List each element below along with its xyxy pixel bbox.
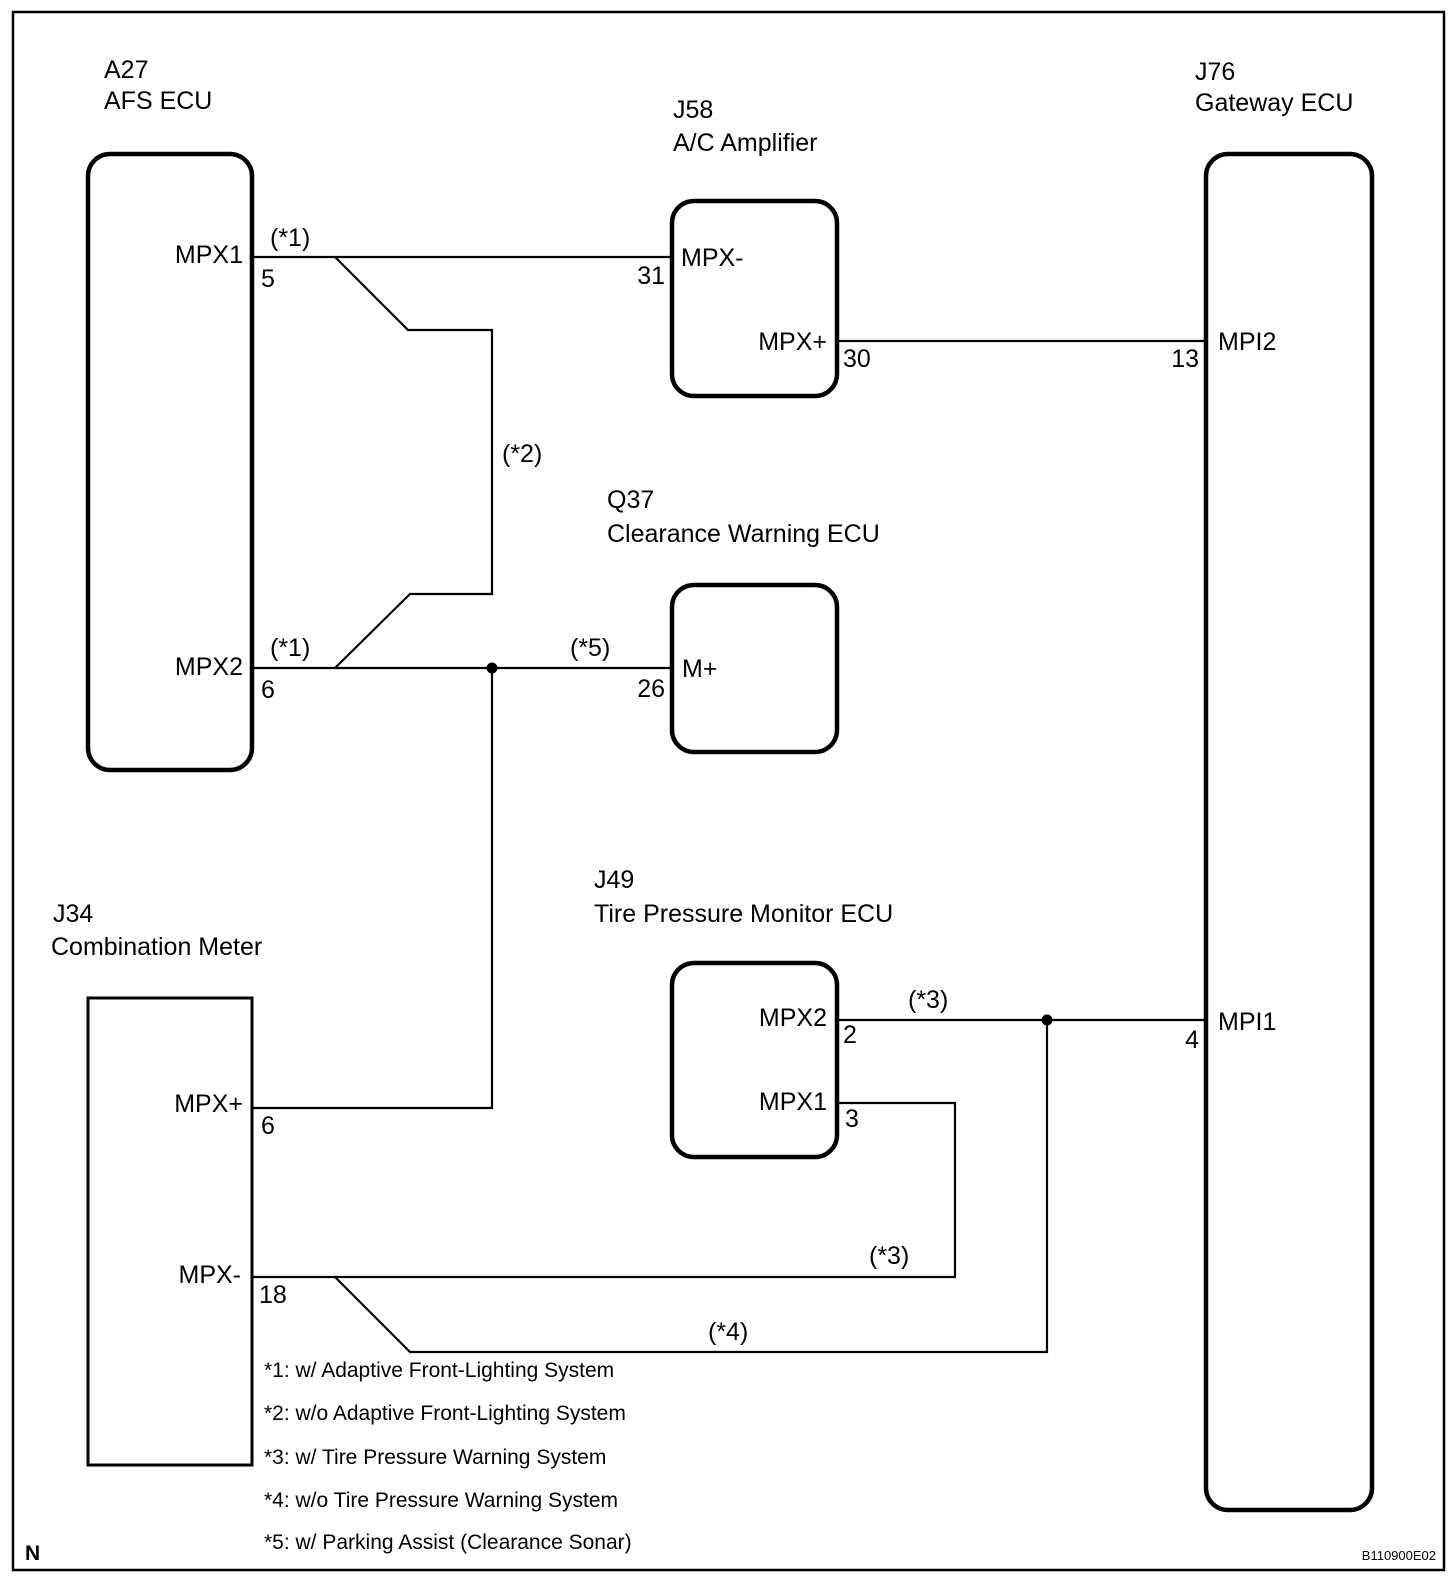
tire-pressure-ecu-box (669, 960, 840, 1160)
ac-amplifier-box (669, 198, 840, 399)
footnote-4: *4: w/o Tire Pressure Warning System (264, 1489, 618, 1512)
afs-ecu-code: A27 (104, 56, 148, 84)
meter-pin-mpx-plus-number: 6 (261, 1112, 275, 1140)
tpms-pin-mpx2-number: 2 (843, 1021, 857, 1049)
ac-pin-mpx-minus-label: MPX- (681, 244, 744, 272)
footnote-1: *1: w/ Adaptive Front-Lighting System (264, 1359, 614, 1382)
clearance-pin-m-plus-label: M+ (682, 655, 717, 683)
clearance-warning-ecu-name: Clearance Warning ECU (607, 520, 880, 548)
wire-tag-afs-mpx1: (*1) (270, 224, 310, 252)
clearance-warning-ecu-code: Q37 (607, 486, 654, 514)
wire-meter-mpx-plus (252, 668, 494, 1110)
meter-pin-mpx-minus-label: MPX- (179, 1261, 242, 1289)
tpms-pin-mpx1-label: MPX1 (759, 1088, 827, 1116)
gateway-ecu-code: J76 (1195, 58, 1235, 86)
afs-ecu-box (85, 151, 255, 773)
wire-tpms-mpx1-to-meter-mpx-minus (252, 1101, 957, 1279)
combination-meter-box (86, 996, 254, 1467)
clearance-pin-m-plus-number: 26 (637, 675, 665, 703)
wire-tag-meter-mpx-minus: (*3) (869, 1242, 909, 1270)
wire-tag-clearance: (*5) (570, 634, 610, 662)
figure-id: B110900E02 (1362, 1548, 1436, 1563)
gateway-ecu-name: Gateway ECU (1195, 89, 1353, 117)
ac-pin-mpx-plus-label: MPX+ (758, 328, 827, 356)
wire-tag-afs-mpx2: (*1) (270, 634, 310, 662)
tire-pressure-ecu-code: J49 (594, 866, 634, 894)
footnote-3: *3: w/ Tire Pressure Warning System (264, 1446, 606, 1469)
afs-ecu-name: AFS ECU (104, 87, 212, 115)
gateway-pin-mpi2-label: MPI2 (1218, 328, 1276, 356)
tire-pressure-ecu-name: Tire Pressure Monitor ECU (594, 900, 893, 928)
afs-pin-mpx2-label: MPX2 (175, 653, 243, 681)
wire-tag-meter-bypass: (*4) (708, 1318, 748, 1346)
wire-tag-bypass: (*2) (502, 440, 542, 468)
gateway-pin-mpi1-number: 4 (1185, 1026, 1199, 1054)
corner-mark: N (25, 1542, 40, 1565)
footnote-2: *2: w/o Adaptive Front-Lighting System (264, 1402, 626, 1425)
junction-dot (1041, 1014, 1053, 1026)
meter-pin-mpx-minus-number: 18 (259, 1281, 287, 1309)
ac-amplifier-code: J58 (673, 96, 713, 124)
wire-afs-bypass (334, 256, 494, 669)
tpms-pin-mpx2-label: MPX2 (759, 1004, 827, 1032)
gateway-ecu-box (1203, 151, 1375, 1513)
wire-tag-tpms-mpx2: (*3) (908, 986, 948, 1014)
afs-pin-mpx2-number: 6 (261, 676, 275, 704)
gateway-pin-mpi2-number: 13 (1171, 345, 1199, 373)
ac-amplifier-name: A/C Amplifier (673, 129, 817, 157)
wire-meter-bypass (334, 1020, 1049, 1354)
gateway-pin-mpi1-label: MPI1 (1218, 1008, 1276, 1036)
footnote-5: *5: w/ Parking Assist (Clearance Sonar) (264, 1531, 632, 1554)
meter-pin-mpx-plus-label: MPX+ (174, 1090, 243, 1118)
combination-meter-name: Combination Meter (51, 933, 262, 961)
afs-pin-mpx1-number: 5 (261, 265, 275, 293)
tpms-pin-mpx1-number: 3 (845, 1105, 859, 1133)
ac-pin-mpx-plus-number: 30 (843, 345, 871, 373)
junction-dot (486, 662, 498, 674)
afs-pin-mpx1-label: MPX1 (175, 241, 243, 269)
ac-pin-mpx-minus-number: 31 (637, 262, 665, 290)
diagram-frame (11, 10, 1446, 1572)
combination-meter-code: J34 (53, 900, 93, 928)
